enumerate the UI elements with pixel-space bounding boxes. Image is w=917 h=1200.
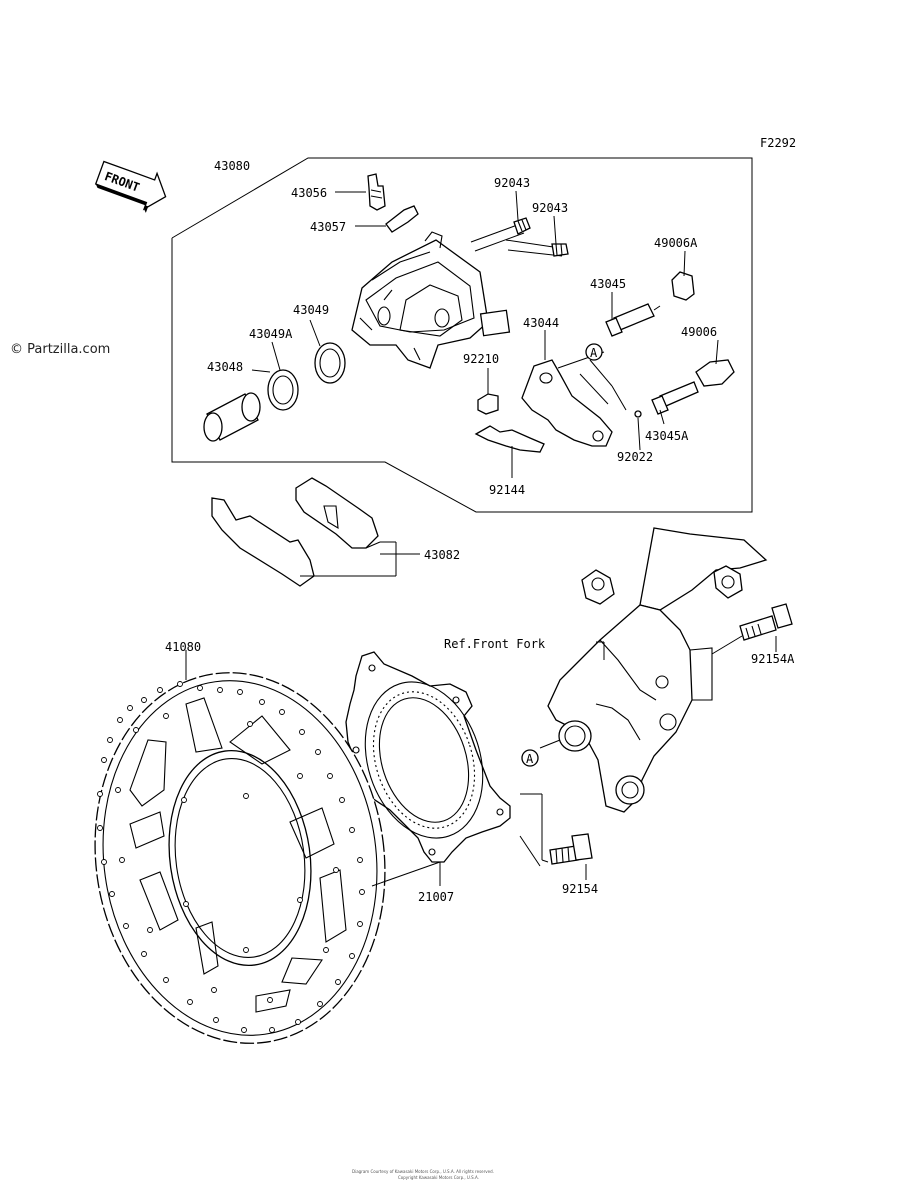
washer-92022 bbox=[634, 410, 642, 418]
caliper-pin-lower bbox=[505, 239, 569, 257]
footer-copyright-line2: Copyright Kawasaki Motors Corp., U.S.A. bbox=[398, 1175, 479, 1180]
slide-pin-43045a bbox=[651, 381, 699, 415]
part-label-43044: 43044 bbox=[523, 316, 559, 330]
part-label-92022: 92022 bbox=[617, 450, 653, 464]
caliper-bracket bbox=[521, 359, 613, 447]
part-label-43056: 43056 bbox=[291, 186, 327, 200]
caliper-body bbox=[351, 231, 511, 369]
bleeder-valve bbox=[367, 173, 386, 211]
part-label-92144: 92144 bbox=[489, 483, 525, 497]
pin-boot-49006a bbox=[671, 271, 695, 301]
part-label-43049a: 43049A bbox=[249, 327, 293, 341]
ref-front-fork-label: Ref.Front Fork bbox=[444, 637, 546, 651]
slide-pin-43045 bbox=[605, 303, 661, 337]
part-label-43049: 43049 bbox=[293, 303, 329, 317]
part-label-92210: 92210 bbox=[463, 352, 499, 366]
part-label-43057: 43057 bbox=[310, 220, 346, 234]
piston-43048 bbox=[203, 392, 261, 442]
marker-a-upper: A bbox=[585, 343, 603, 361]
part-label-43082: 43082 bbox=[424, 548, 460, 562]
bleeder-cap bbox=[385, 205, 419, 233]
svg-text:A: A bbox=[526, 752, 534, 766]
brake-pads bbox=[211, 477, 381, 587]
marker-a-lower: A bbox=[521, 749, 539, 767]
part-label-92043-lower: 92043 bbox=[532, 201, 568, 215]
bolt-92154a bbox=[739, 603, 793, 641]
pin-boot-49006 bbox=[695, 359, 735, 387]
part-label-41080: 41080 bbox=[165, 640, 201, 654]
svg-text:A: A bbox=[590, 346, 598, 360]
diagram-ref-code: F2292 bbox=[760, 136, 796, 150]
watermark: © Partzilla.com bbox=[10, 342, 110, 357]
part-label-49006: 49006 bbox=[681, 325, 717, 339]
part-label-43080: 43080 bbox=[214, 159, 250, 173]
caliper-pin-upper bbox=[470, 217, 531, 252]
front-fork bbox=[547, 527, 768, 813]
part-label-92043-upper: 92043 bbox=[494, 176, 530, 190]
part-label-92154a: 92154A bbox=[751, 652, 795, 666]
pad-spring bbox=[474, 425, 545, 453]
part-label-43048: 43048 bbox=[207, 360, 243, 374]
footer-copyright-line1: Diagram Courtesy of Kawasaki Motors Corp… bbox=[352, 1169, 494, 1174]
part-label-49006a: 49006A bbox=[654, 236, 698, 250]
front-arrow-icon: FRONT bbox=[94, 160, 167, 213]
part-label-43045a: 43045A bbox=[645, 429, 689, 443]
bolt-92154 bbox=[549, 833, 593, 865]
leader-lines bbox=[185, 190, 777, 887]
boot-92210 bbox=[477, 393, 499, 415]
part-label-21007: 21007 bbox=[418, 890, 454, 904]
part-label-92154: 92154 bbox=[562, 882, 598, 896]
part-label-43045: 43045 bbox=[590, 277, 626, 291]
brake-disc bbox=[94, 672, 386, 1044]
caliper-group-outline bbox=[171, 157, 753, 513]
